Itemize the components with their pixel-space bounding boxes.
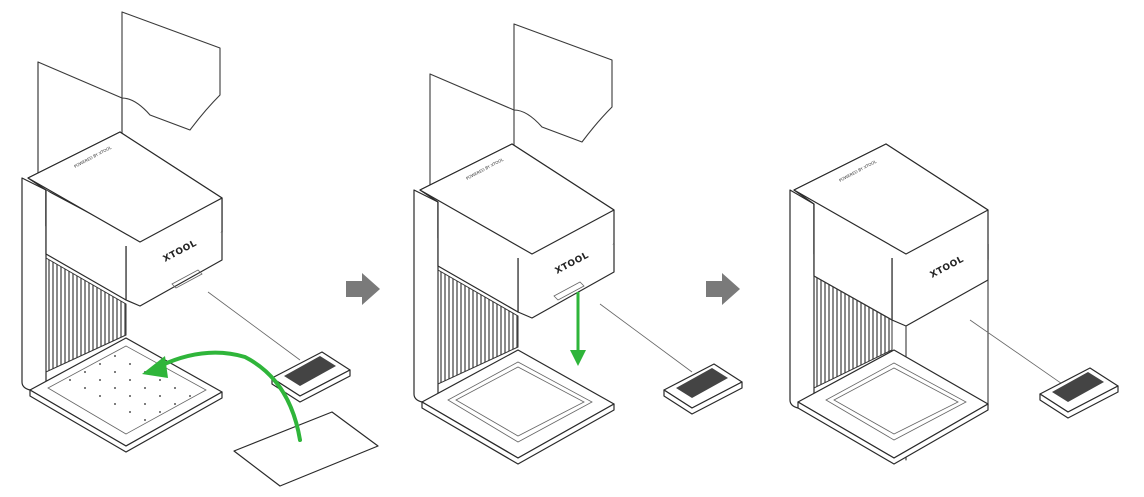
laser-head-unit: POWERED BY XTOOL XTOOL <box>27 131 223 307</box>
laser-head-unit: POWERED BY XTOOL XTOOL <box>793 143 989 327</box>
material-sheet <box>233 411 379 487</box>
insert-curved-arrow-icon <box>142 350 302 442</box>
left-column <box>789 189 815 409</box>
cable <box>207 291 301 361</box>
work-tray <box>421 349 615 465</box>
control-pad <box>663 363 743 415</box>
rear-grille <box>813 275 893 389</box>
left-column <box>21 177 47 391</box>
open-lid-shield <box>429 23 613 193</box>
left-column <box>413 189 439 403</box>
rear-grille <box>437 269 519 385</box>
control-pad <box>271 351 351 403</box>
lower-down-arrow-icon <box>570 292 586 366</box>
step-arrow-right-icon <box>706 273 740 305</box>
rear-grille <box>45 257 127 373</box>
control-pad <box>1039 367 1119 419</box>
work-tray <box>797 349 989 465</box>
work-tray <box>29 337 223 453</box>
step-arrow-right-icon <box>346 273 380 305</box>
step-3-panel: POWERED BY XTOOL XTOOL <box>789 143 1119 465</box>
step-1-panel: POWERED BY XTOOL XTOOL <box>21 11 379 487</box>
cable <box>599 303 693 373</box>
laser-head-unit: POWERED BY XTOOL XTOOL <box>419 143 615 319</box>
step-2-panel: POWERED BY XTOOL XTOOL <box>413 23 743 465</box>
cable <box>969 319 1069 389</box>
